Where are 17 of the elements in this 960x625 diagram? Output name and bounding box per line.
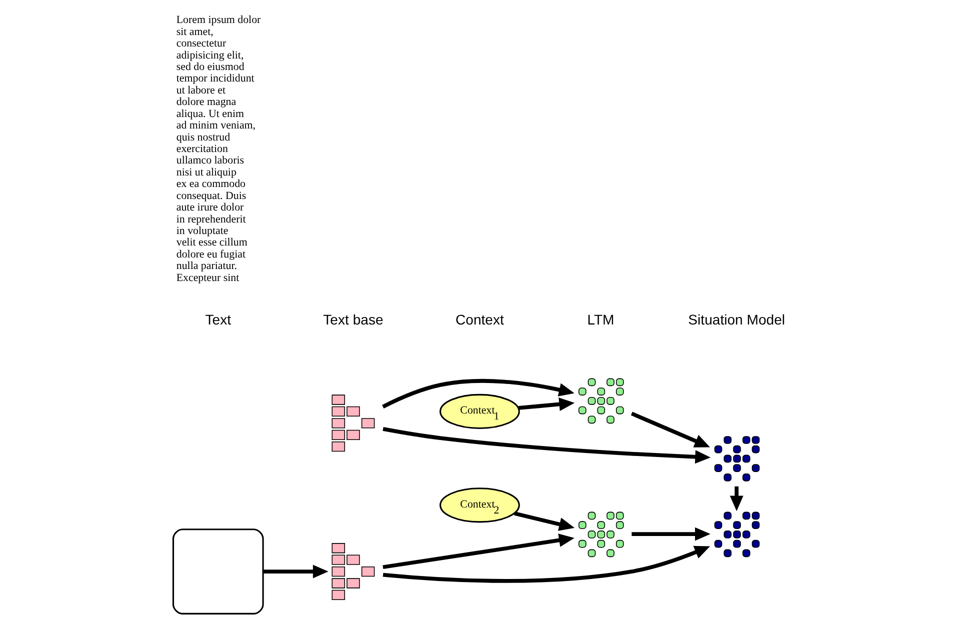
arrow xyxy=(631,527,710,541)
label: Context xyxy=(455,311,504,328)
label: Text xyxy=(204,311,231,328)
arrow xyxy=(382,534,574,570)
arrow xyxy=(382,546,710,583)
arrow xyxy=(630,412,710,448)
arrow xyxy=(382,378,574,408)
arrow xyxy=(518,398,574,411)
node-box xyxy=(172,528,264,614)
arrow xyxy=(262,564,328,578)
label: Lorem ipsum dolor sit amet, consectetur adipisicing elit, sed do eiusmod tempor incididunt ut labore et dolore magna aliqua. Ut enim ad minim veniam, quis nostrud exercitation ullamco laboris nisi ut aliquip ex ea commodo consequat. Duis aute irure dolor in reprehenderit in voluptate velit esse cillum dolore eu fugiat nulla pariatur. Excepteur sint xyxy=(176,14,260,284)
label: Text base xyxy=(322,311,383,328)
label: Situation Model xyxy=(688,311,785,328)
arrow xyxy=(382,427,710,464)
label: LTM xyxy=(586,311,614,328)
arrow xyxy=(513,511,574,531)
arrow xyxy=(729,486,743,512)
